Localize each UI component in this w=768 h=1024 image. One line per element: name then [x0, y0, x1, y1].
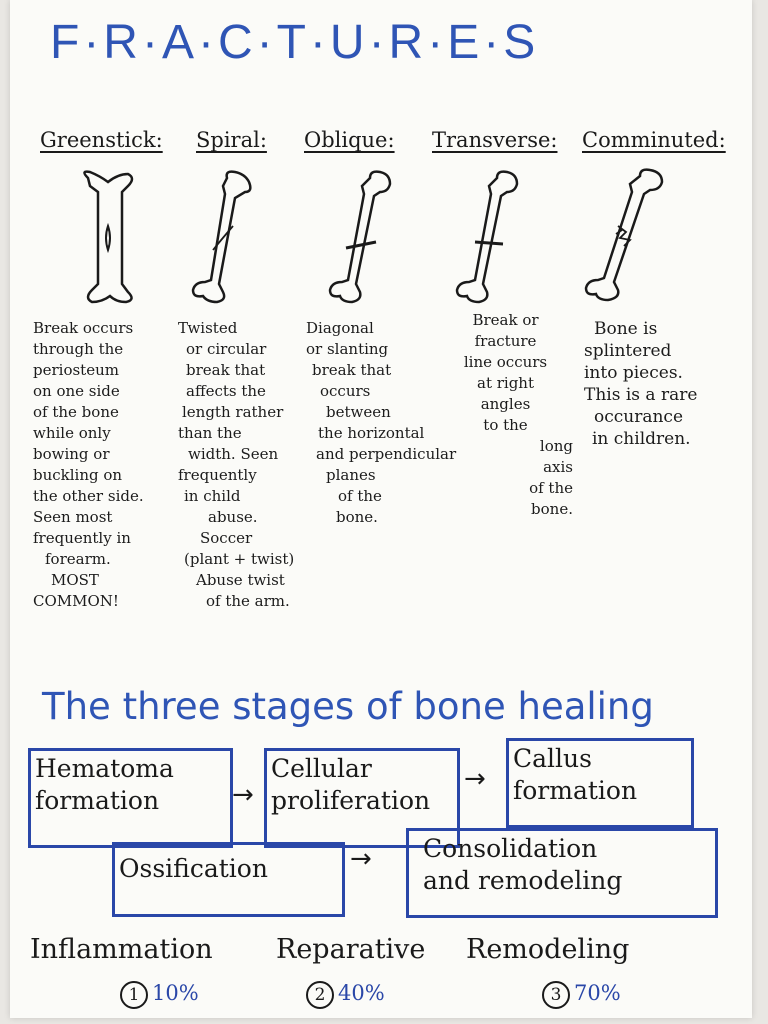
greenstick-bone-icon: [83, 170, 134, 304]
desc-oblique: Diagonal or slanting break that occurs b…: [306, 319, 457, 526]
page-title: F·R·A·C·T·U·R·E·S: [50, 16, 540, 69]
desc-spiral: Twisted or circular break that affects t…: [178, 319, 295, 610]
label-spiral: Spiral:: [196, 128, 267, 152]
circled-number-icon: 2: [306, 980, 334, 1009]
desc-transverse: Break or fracture line occurs at right a…: [463, 311, 573, 518]
paper-sheet: [10, 0, 752, 1018]
stage-callus-formation: Callus formation: [506, 738, 694, 828]
desc-comminuted: Bone is splintered into pieces. This is …: [584, 319, 698, 449]
label-greenstick: Greenstick:: [40, 128, 163, 152]
label-oblique: Oblique:: [304, 128, 395, 152]
phase-remodeling: Remodeling: [466, 934, 630, 965]
stage-ossification: Ossification: [112, 842, 345, 917]
healing-heading: The three stages of bone healing: [42, 685, 654, 728]
transverse-bone-icon: [455, 170, 519, 304]
circled-number-icon: 1: [120, 980, 148, 1009]
arrow-icon: →: [464, 764, 486, 794]
phase-inflammation: Inflammation: [30, 934, 213, 965]
stage-consolidation-remodeling: Consolidation and remodeling: [406, 828, 718, 918]
stage-hematoma-formation: Hematoma formation: [28, 748, 233, 848]
phase-reparative: Reparative: [276, 934, 426, 965]
stage-cellular-proliferation: Cellular proliferation: [264, 748, 460, 848]
desc-greenstick: Break occurs through the periosteum on o…: [33, 319, 144, 610]
circled-number-icon: 3: [542, 980, 570, 1009]
arrow-icon: →: [232, 780, 254, 810]
spiral-bone-icon: [191, 170, 252, 304]
label-comminuted: Comminuted:: [582, 128, 726, 152]
comminuted-bone-icon: [584, 168, 664, 302]
arrow-icon: →: [350, 844, 372, 874]
label-transverse: Transverse:: [432, 128, 558, 152]
oblique-bone-icon: [328, 170, 392, 304]
